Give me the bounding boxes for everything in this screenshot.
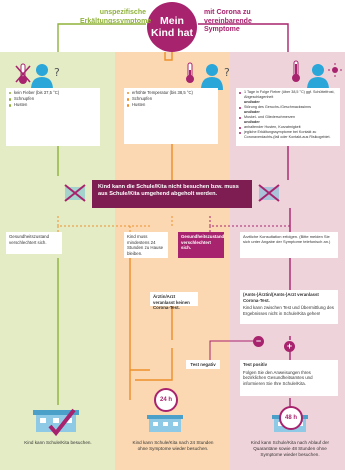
test-ordered-box: (Amts-)Ärztin/(Amts-)Arzt veranlasst Cor… <box>240 290 338 324</box>
school-building-icon <box>33 408 79 437</box>
list-item: 1 Tage in Folge Fieber (über 38,5 °C) gg… <box>239 90 337 105</box>
plus-button: + <box>284 341 295 352</box>
clock-48h-icon: 48 h <box>279 406 303 430</box>
cross-mark-icon <box>258 184 280 202</box>
green-symptom-box: kein Fieber (bis 37,5 °C) Schnupfen Hust… <box>6 88 100 146</box>
stay-home-24h-box: Kind muss mindestens 24 Stunden zu Hause… <box>124 232 168 258</box>
test-negative-box: Test negativ <box>186 360 220 369</box>
orange-symptom-box: erhöhte Temperatur (bis 38,5 °C) Schnupf… <box>124 88 218 144</box>
person-icon: ? <box>201 64 230 90</box>
list-item: Husten <box>9 102 97 108</box>
person-icon <box>307 63 342 90</box>
title-text: Mein Kind hat <box>151 15 193 39</box>
list-item: kein Fieber (bis 37,5 °C) <box>9 90 97 96</box>
thermometer-icon <box>186 62 194 83</box>
doctor-consultation-box: Ärztliche Konsultation erfolgen. (Bitte … <box>240 232 338 258</box>
minus-button: − <box>253 336 264 347</box>
orange-condition-worsens-box: Gesundheitszustand verschlechtert sich. <box>178 232 224 258</box>
pink-outcome-text: Kind kann Schule/Kita nach Ablauf der Qu… <box>250 440 330 457</box>
title-circle: Mein Kind hat <box>147 2 197 52</box>
list-item: Störung des Geruchs-/Geschmackssinns und… <box>239 105 337 115</box>
no-test-box: Ärztin/Arzt veranlasst keinen Corona-Tes… <box>150 292 198 310</box>
list-item: anhaltender Husten, Kurzatmigkeit <box>239 125 337 130</box>
list-item: Schnupfen <box>127 96 215 102</box>
test-positive-box: Test positiv Folgen Sie den Anweisungen … <box>240 360 338 396</box>
svg-text:?: ? <box>224 66 230 79</box>
list-item: jegliche Erkältungssymptome bei Kontakt … <box>239 130 337 140</box>
cross-mark-icon <box>64 184 86 202</box>
list-item: Muskel- und Gliederschmerzen und/oder <box>239 115 337 125</box>
test-positive-title: Test positiv <box>243 362 268 367</box>
pink-symptom-box: 1 Tage in Folge Fieber (über 38,5 °C) gg… <box>236 88 340 146</box>
fever-thermometer-icon <box>292 60 300 82</box>
list-item: erhöhte Temperatur (bis 38,5 °C) <box>127 90 215 96</box>
list-item: Schnupfen <box>9 96 97 102</box>
green-outcome-text: Kind kann Schule/Kita besuchen. <box>24 440 92 445</box>
clock-24h-icon: 24 h <box>154 388 178 412</box>
test-positive-text: Folgen Sie den Anweisungen Ihres bezirkl… <box>243 369 313 386</box>
checkmark-icon <box>48 408 76 437</box>
list-item: Husten <box>127 102 215 108</box>
svg-text:?: ? <box>54 66 60 79</box>
left-header-label: unspezifische Erkältungssymptome <box>80 9 152 25</box>
banner-no-attendance: Kind kann die Schule/Kita nicht besuchen… <box>92 180 252 208</box>
green-condition-worsens-box: Gesundheitszustand verschlechtert sich. <box>6 232 62 254</box>
school-building-icon <box>147 415 183 432</box>
person-icon: ? <box>31 64 60 90</box>
no-thermometer-icon <box>15 63 31 84</box>
test-ordered-note: Kind kann zwischen Test und Übermittlung… <box>243 305 334 316</box>
orange-outcome-text: Kind kann Schule/Kita nach 24 Stunden oh… <box>132 440 214 451</box>
test-ordered-title: (Amts-)Ärztin/(Amts-)Arzt veranlasst Cor… <box>243 292 319 303</box>
right-header-label: mit Corona zu vereinbarende Symptome <box>204 9 252 33</box>
